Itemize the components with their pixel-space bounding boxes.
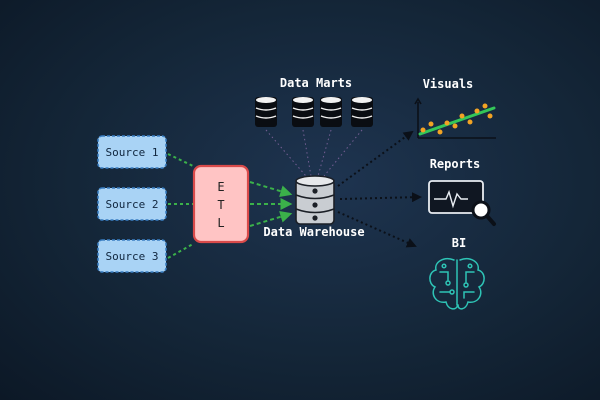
source-box-1: Source 1: [97, 135, 167, 169]
bi-label: BI: [452, 236, 466, 250]
mart-to-warehouse-connectors: [265, 129, 363, 177]
source-label-2: Source 2: [106, 198, 159, 211]
data-mart-icons: [255, 97, 373, 127]
etl-letter-l: L: [217, 216, 224, 230]
etl-letter-t: T: [217, 198, 224, 212]
source-label-1: Source 1: [106, 146, 159, 159]
reports-label: Reports: [430, 157, 481, 171]
data-mart-icon: [320, 97, 342, 127]
brain-circuit-icon: [429, 258, 485, 310]
source-box-2: Source 2: [97, 187, 167, 221]
data-mart-icon: [351, 97, 373, 127]
scatter-plot-icon: [414, 97, 496, 139]
source-to-etl-connectors: [167, 153, 194, 259]
source-label-3: Source 3: [106, 250, 159, 263]
data-mart-icon: [255, 97, 277, 127]
data-mart-icon: [292, 97, 314, 127]
etl-box: E T L: [192, 164, 250, 244]
etl-letter-e: E: [217, 180, 224, 194]
data-marts-label: Data Marts: [280, 76, 352, 90]
warehouse-to-outputs-arrows: [337, 130, 422, 248]
data-warehouse-icon: [295, 175, 335, 225]
visuals-label: Visuals: [423, 77, 474, 91]
data-warehouse-label: Data Warehouse: [263, 225, 364, 239]
etl-to-warehouse-arrows: [249, 181, 293, 227]
source-box-3: Source 3: [97, 239, 167, 273]
report-search-icon: [428, 180, 496, 226]
